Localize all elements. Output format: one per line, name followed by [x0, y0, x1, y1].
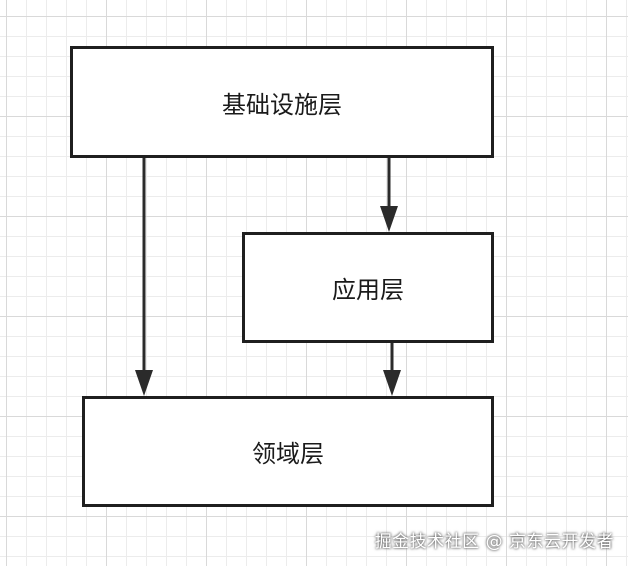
application-layer-label: 应用层 — [332, 276, 404, 304]
watermark: 掘金技术社区 @ 京东云开发者 — [374, 532, 614, 552]
domain-layer-label: 领域层 — [252, 440, 324, 468]
arrow-infra-to-app — [380, 158, 398, 232]
infrastructure-layer-label: 基础设施层 — [222, 90, 342, 119]
arrow-infra-to-domain — [135, 158, 153, 396]
infrastructure-layer-box: 基础设施层 — [70, 46, 494, 158]
application-layer-box: 应用层 — [242, 232, 494, 343]
arrow-app-to-domain — [383, 343, 401, 396]
domain-layer-box: 领域层 — [82, 396, 494, 507]
